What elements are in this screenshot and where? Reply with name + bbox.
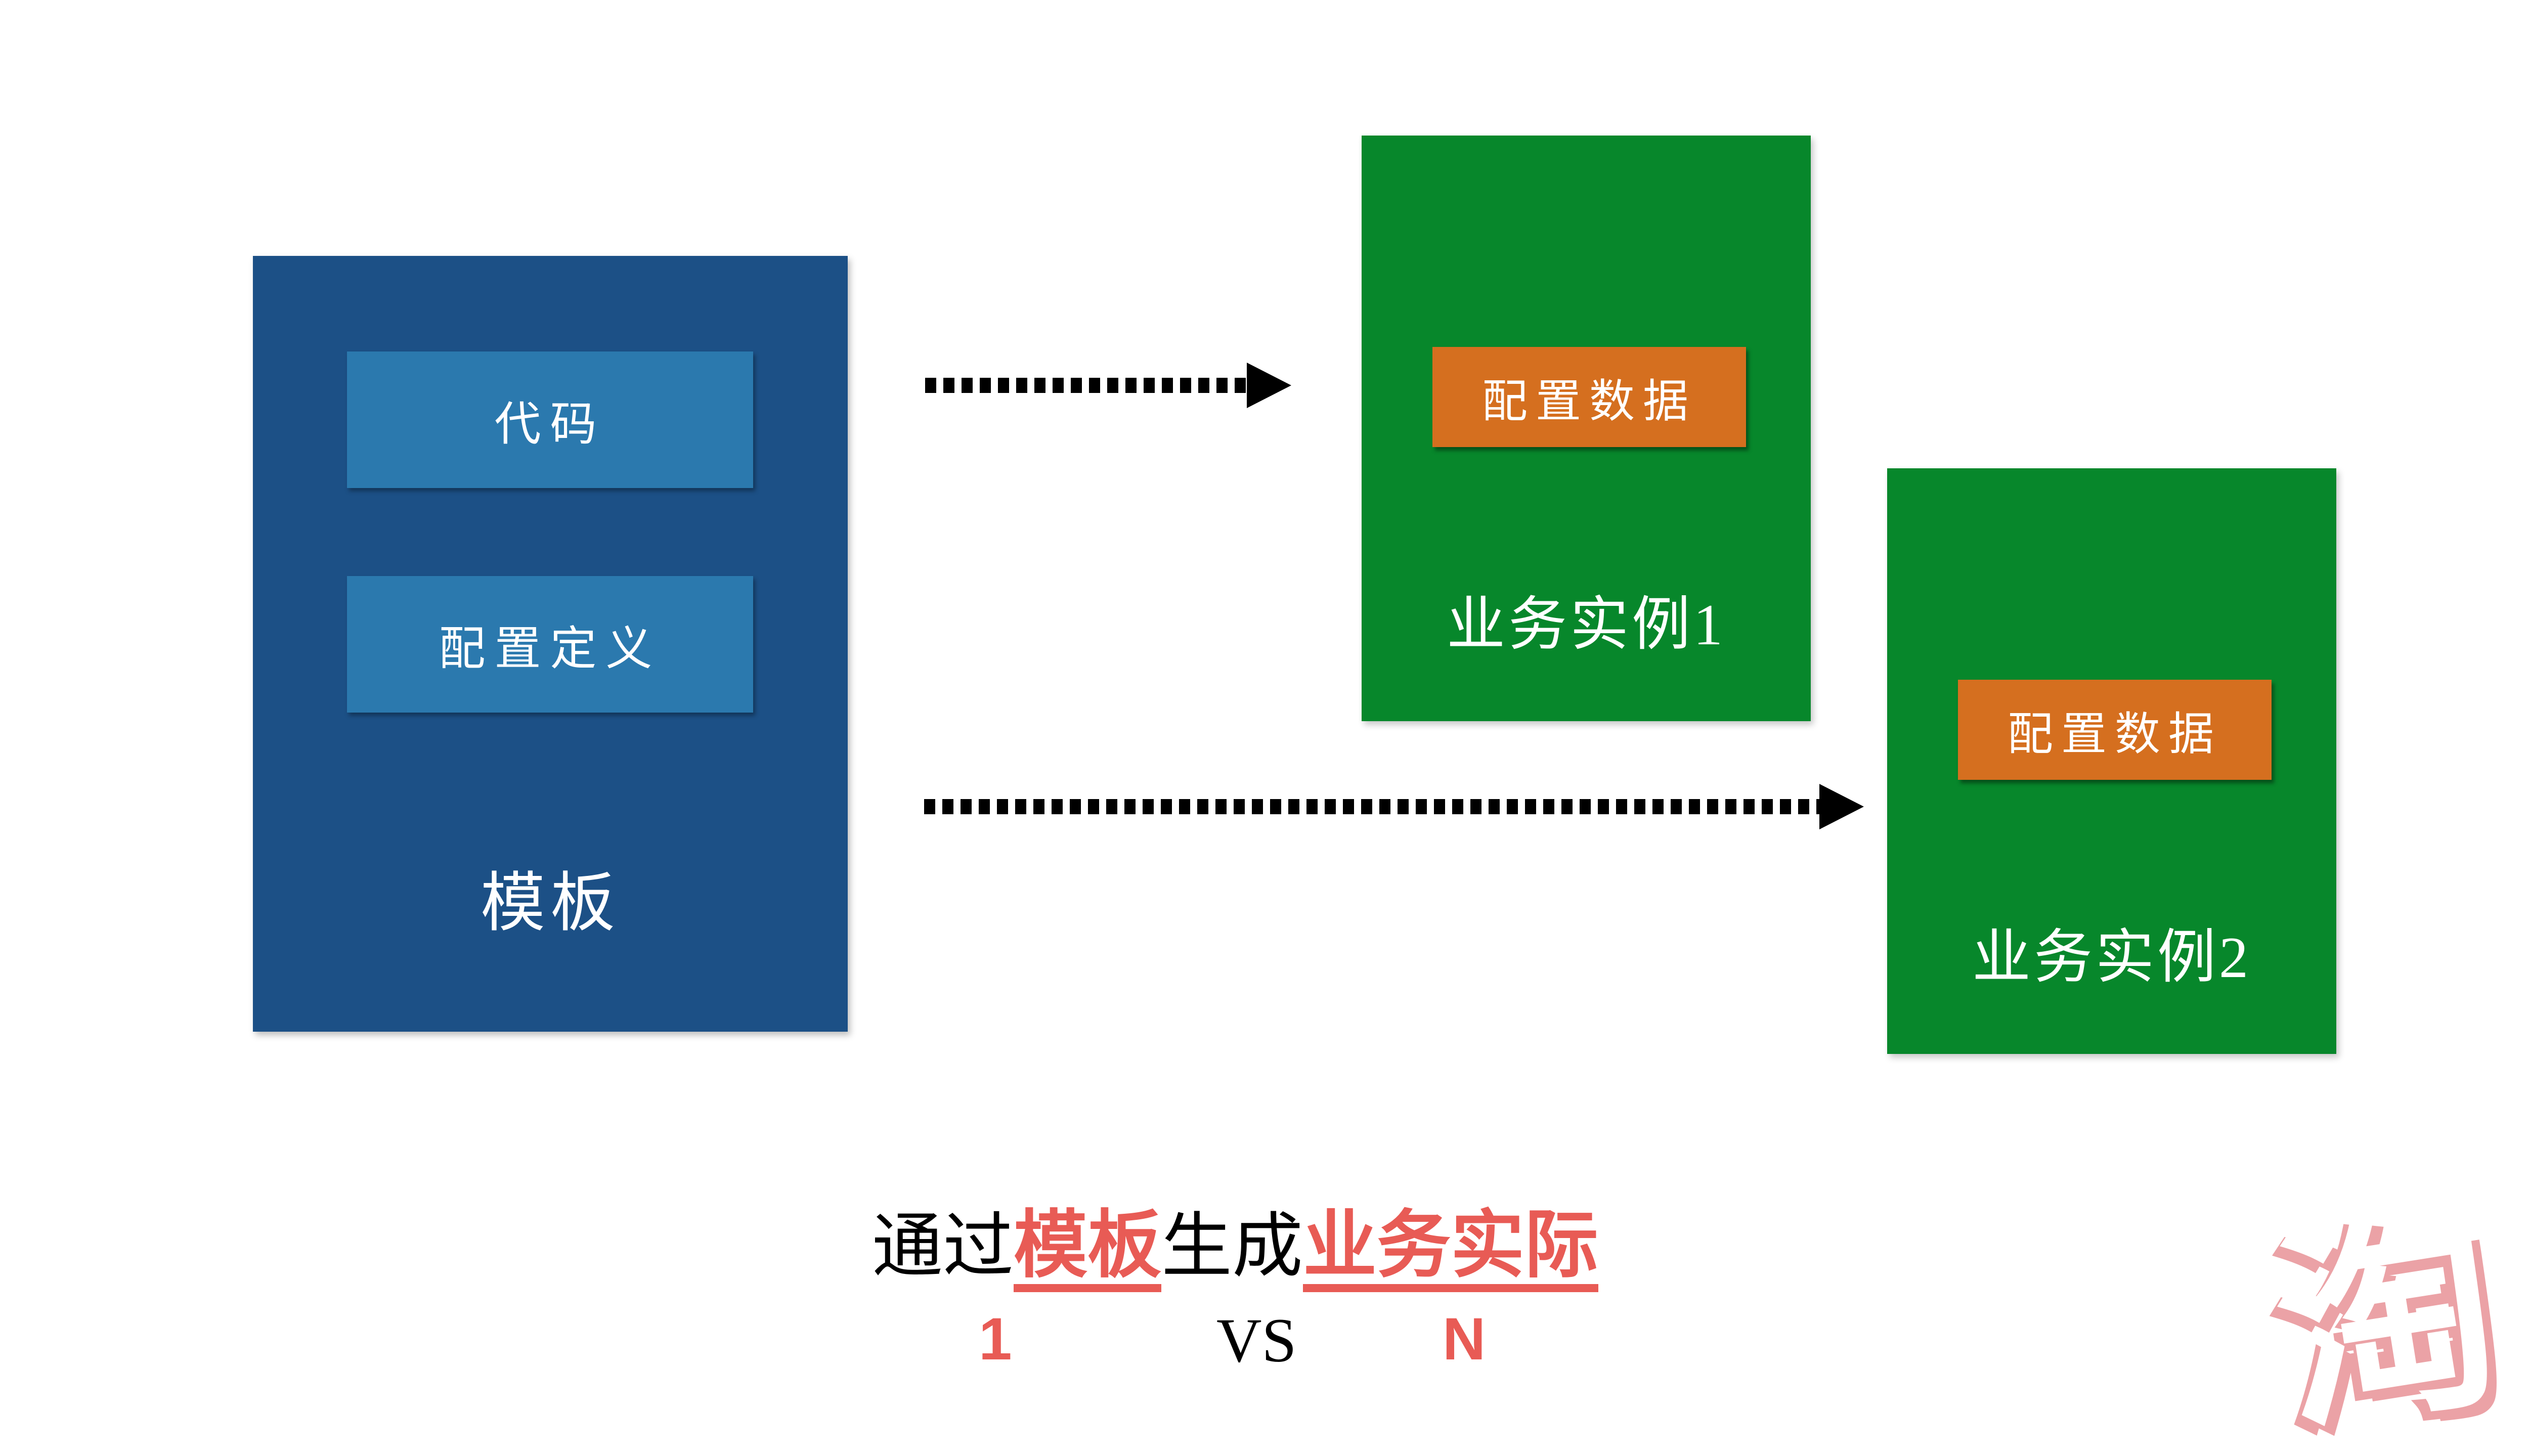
arrowhead-icon <box>1247 363 1291 408</box>
arrowhead-icon <box>1819 784 1864 829</box>
template-title: 模板 <box>480 867 620 939</box>
template-item-code-label: 代码 <box>494 398 606 450</box>
instance1-config-data-badge: 配置数据 <box>1432 347 1746 447</box>
arrow-template-to-instance2 <box>924 784 1864 829</box>
dashed-line-icon <box>924 799 1819 814</box>
instance2-box: 配置数据 业务实例2 <box>1887 468 2336 1054</box>
comparison-count-one: 1 <box>979 1306 1012 1373</box>
instance1-title: 业务实例1 <box>1447 593 1726 657</box>
instance1-box: 配置数据 业务实例1 <box>1362 136 1811 721</box>
instance2-title: 业务实例2 <box>1972 925 2251 990</box>
caption-seg-plain2: 生成 <box>1161 1208 1303 1286</box>
dashed-line-icon <box>925 378 1247 393</box>
caption-seg-highlight-business: 业务实际 <box>1303 1208 1599 1292</box>
taobao-watermark-logo: 淘 <box>2261 1185 2514 1456</box>
caption-seg-plain1: 通过 <box>871 1208 1014 1286</box>
template-item-code: 代码 <box>347 351 753 488</box>
template-box: 代码 配置定义 模板 <box>253 256 848 1032</box>
comparison-count-n: N <box>1443 1306 1486 1373</box>
template-item-config-definition-label: 配置定义 <box>439 623 662 675</box>
instance1-config-data-label: 配置数据 <box>1482 377 1696 427</box>
instance2-config-data-label: 配置数据 <box>2008 710 2222 760</box>
arrow-template-to-instance1 <box>925 363 1291 408</box>
comparison-vs-label: VS <box>1216 1306 1297 1375</box>
caption-line1: 通过模板生成业务实际 <box>704 1206 1766 1292</box>
template-item-config-definition: 配置定义 <box>347 576 753 713</box>
caption-seg-highlight-template: 模板 <box>1014 1208 1161 1292</box>
instance2-config-data-badge: 配置数据 <box>1958 680 2272 780</box>
